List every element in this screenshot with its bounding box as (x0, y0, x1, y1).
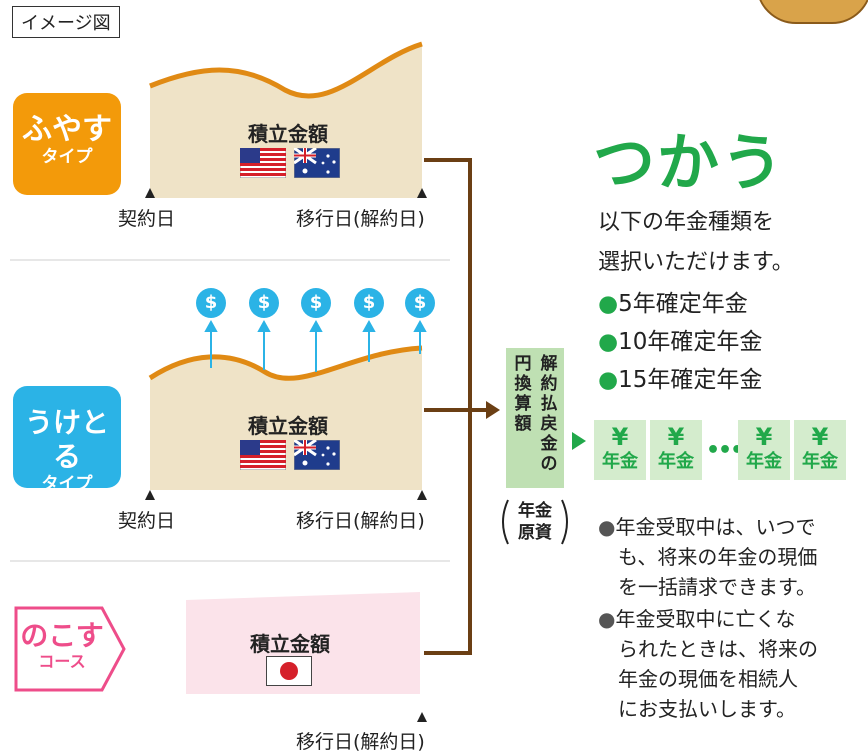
note-lump-sum: ●年金受取中は、いつで も、将来の年金の現価 を一括請求できます。 (598, 515, 818, 599)
us-flag (240, 440, 286, 470)
pension-payment-box: ¥年金 (794, 420, 846, 480)
pension-payment-box: ¥年金 (594, 420, 646, 480)
use-title: つかう (593, 126, 786, 199)
note-death-benefit: ●年金受取中に亡くな られたときは、将来の 年金の現価を相続人 にお支払いします… (598, 607, 818, 721)
accumulated-amount-label: 積立金額 (248, 414, 328, 438)
ellipsis: ••• (706, 438, 744, 463)
us-flag (240, 148, 286, 178)
pension-type-item: ●15年確定年金 (598, 367, 763, 393)
accumulation-area-nokosu (186, 592, 420, 694)
transition-date-marker (417, 490, 427, 500)
pension-type-item: ●5年確定年金 (598, 291, 748, 317)
accumulated-amount-label: 積立金額 (250, 632, 330, 656)
transition-date-label: 移行日(解約日) (296, 731, 425, 753)
dollar-icon: $ (196, 288, 226, 318)
japan-flag (266, 656, 312, 686)
pension-payment-box: ¥年金 (738, 420, 790, 480)
transition-date-marker (417, 188, 427, 198)
dollar-icon: $ (249, 288, 279, 318)
australia-flag (294, 440, 340, 470)
use-description-line2: 選択いただけます。 (598, 250, 794, 275)
badge-subtitle: タイプ (41, 474, 93, 494)
transition-date-label: 移行日(解約日) (296, 510, 425, 532)
use-description-line1: 以下の年金種類を (598, 210, 775, 235)
badge-fuyasu-type: ふやす タイプ (13, 93, 121, 195)
flow-arrowhead (486, 401, 500, 419)
badge-title: うけとる (24, 406, 109, 473)
surrender-value-col2: 円換算額 (514, 354, 532, 434)
pension-type-item: ●10年確定年金 (598, 329, 763, 355)
badge-title: ふやす (22, 112, 112, 147)
dollar-icon: $ (301, 288, 331, 318)
surrender-value-box: 解約払戻金の 円換算額 (506, 348, 564, 488)
transition-date-label: 移行日(解約日) (296, 208, 425, 230)
image-label: イメージ図 (12, 6, 120, 38)
badge-subtitle: コース (38, 652, 86, 671)
contract-date-label: 契約日 (118, 208, 176, 230)
pension-principal-label: 年金 原資 (518, 501, 552, 543)
value-curve-fuyasu (149, 41, 423, 99)
accumulation-area-uketoru (150, 348, 422, 490)
badge-uketoru-type: うけとる タイプ (13, 386, 121, 494)
contract-date-label: 契約日 (118, 510, 176, 532)
surrender-value-col1: 解約払戻金の (540, 354, 558, 474)
contract-date-marker (145, 490, 155, 500)
badge-title: のこす (20, 619, 104, 652)
dollar-icon: $ (405, 288, 435, 318)
value-curve-uketoru (148, 345, 423, 381)
contract-date-marker (145, 188, 155, 198)
badge-nokosu-course: のこす コース (14, 606, 126, 692)
green-arrow (572, 432, 586, 450)
accumulated-amount-label: 積立金額 (248, 122, 328, 146)
pension-payment-box: ¥年金 (650, 420, 702, 480)
australia-flag (294, 148, 340, 178)
dollar-icon: $ (354, 288, 384, 318)
badge-subtitle: タイプ (41, 147, 93, 167)
transition-date-marker (417, 712, 427, 722)
